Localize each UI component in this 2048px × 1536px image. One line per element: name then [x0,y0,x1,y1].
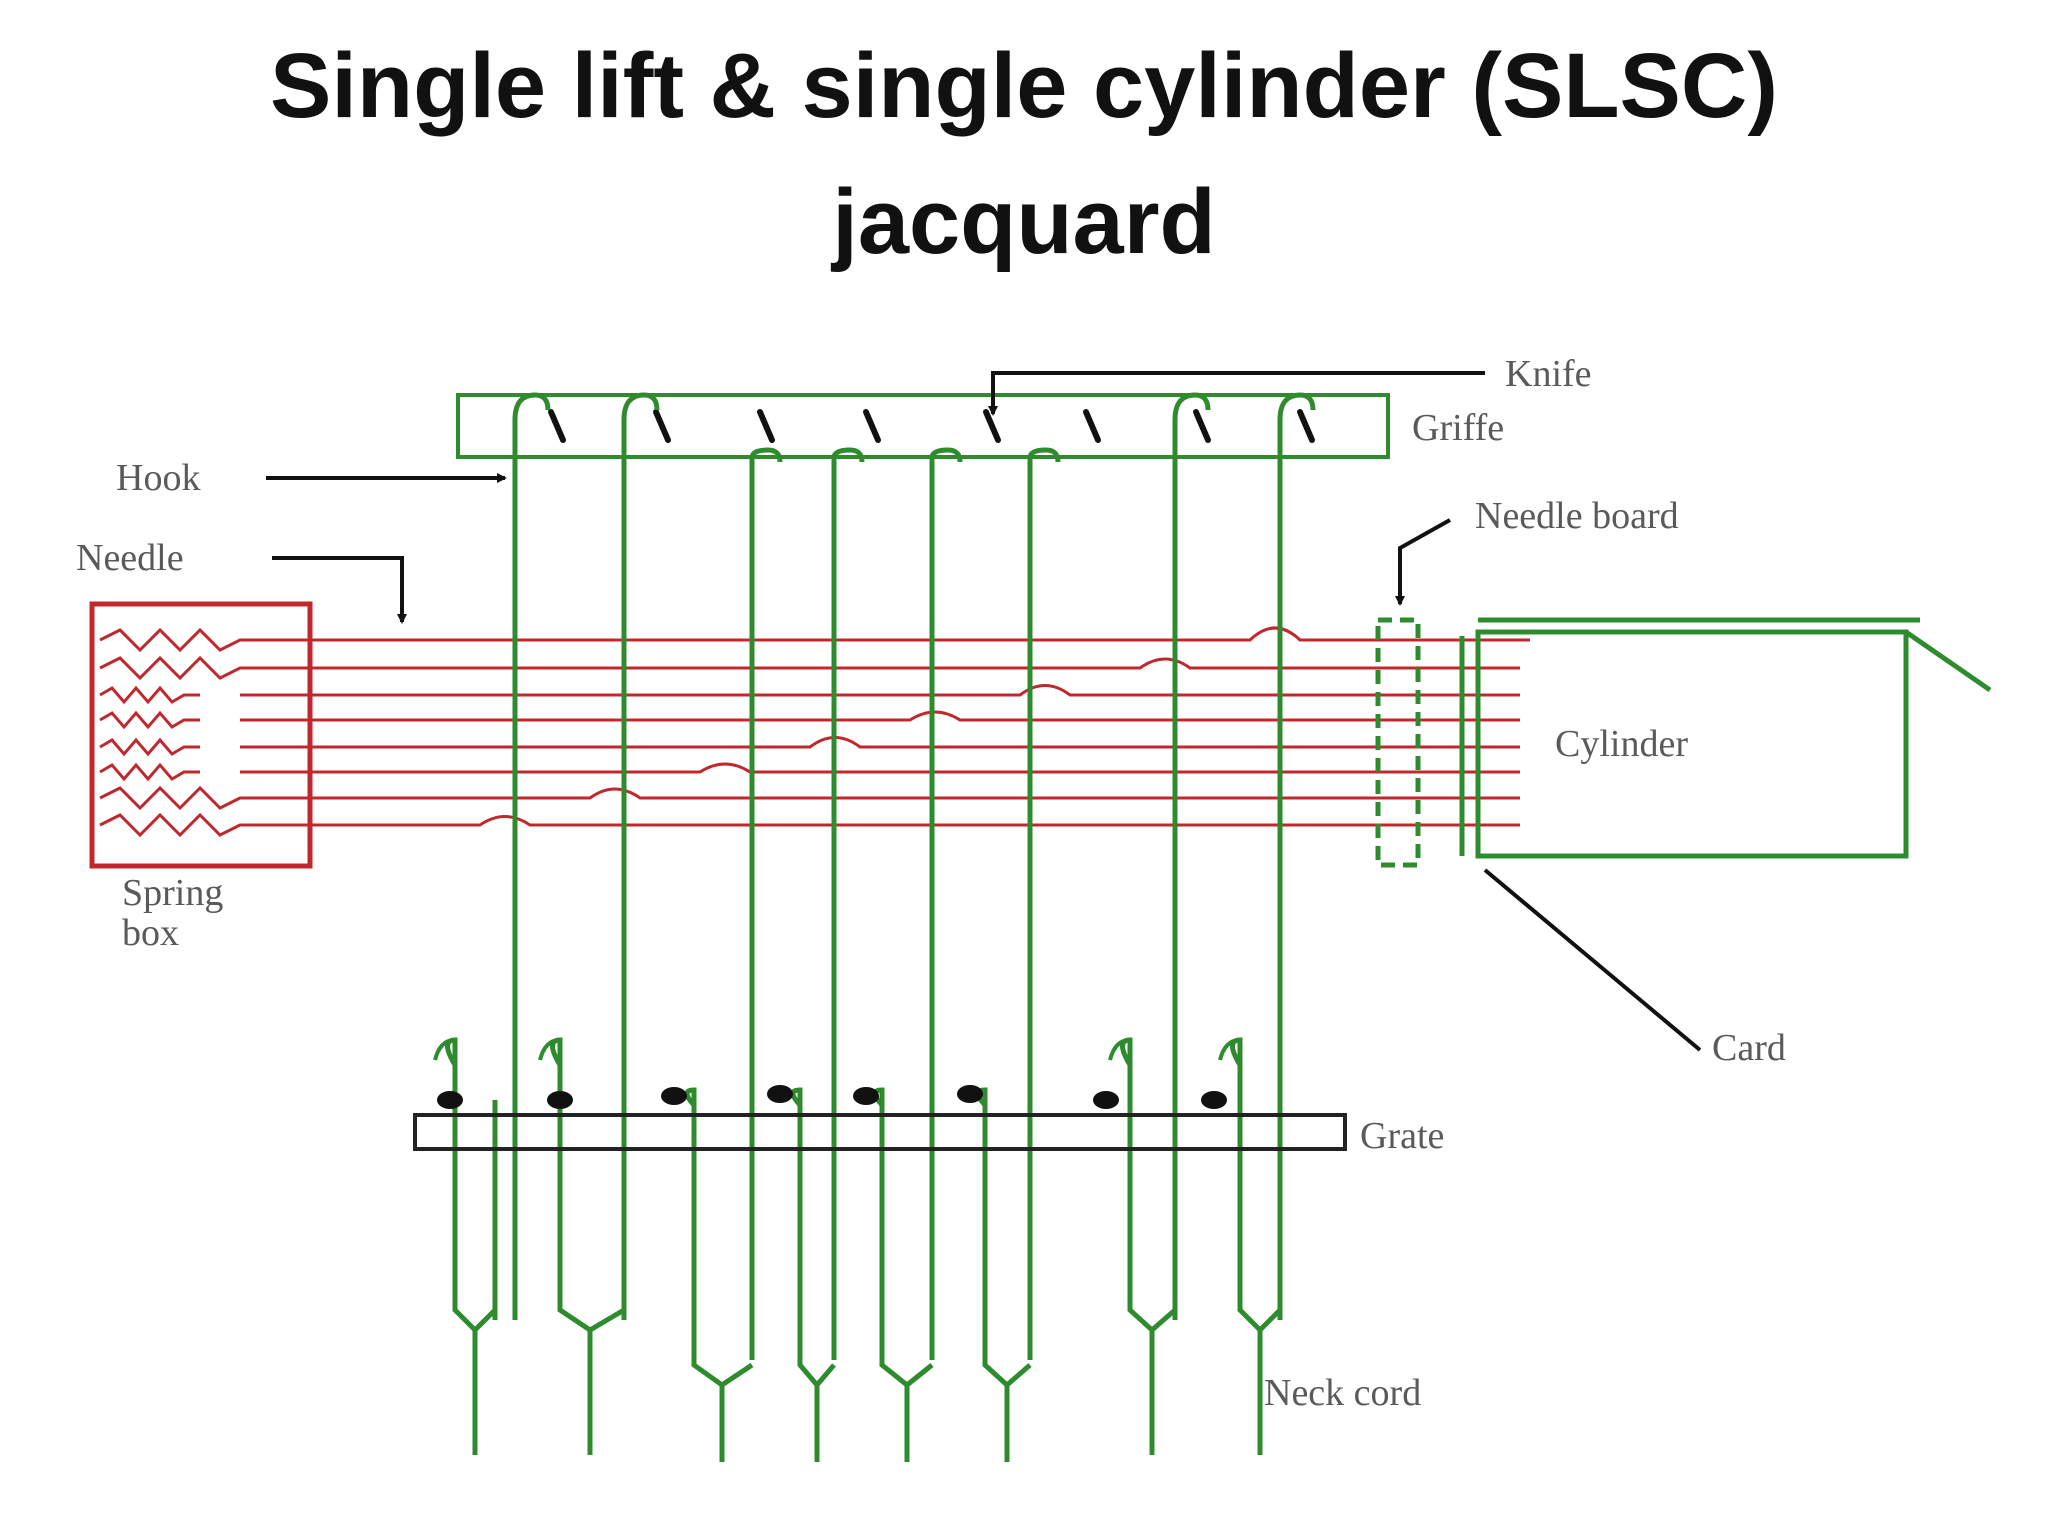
label-griffe: Griffe [1412,407,1504,449]
cylinder [1475,617,1992,859]
label-hook: Hook [116,457,200,499]
label-spring: Spring [122,872,223,914]
label-cylinder: Cylinder [1555,723,1688,765]
neck-cords [472,1330,1263,1462]
label-neck-cord: Neck cord [1264,1372,1421,1414]
title-line-1: Single lift & single cylinder (SLSC) [270,35,1778,137]
pointers [266,371,1702,1052]
label-knife: Knife [1505,353,1592,395]
label-needle: Needle [76,537,184,579]
label-grate: Grate [1360,1115,1444,1157]
needle-wires [240,626,1530,827]
grate-bar [413,1113,1347,1151]
label-box: box [122,912,179,954]
label-card: Card [1712,1027,1786,1069]
hooks [492,392,1316,1360]
label-needle-board: Needle board [1475,495,1679,537]
slide-title: Single lift & single cylinder (SLSC) jac… [0,18,2048,290]
title-line-2: jacquard [832,171,1216,273]
hook-curls [433,1038,1241,1061]
spring-box [89,601,313,869]
grate-dots [437,1085,1227,1109]
griffe-knives [548,409,1315,443]
needle-board [1375,617,1421,868]
griffe-frame [456,393,1390,459]
